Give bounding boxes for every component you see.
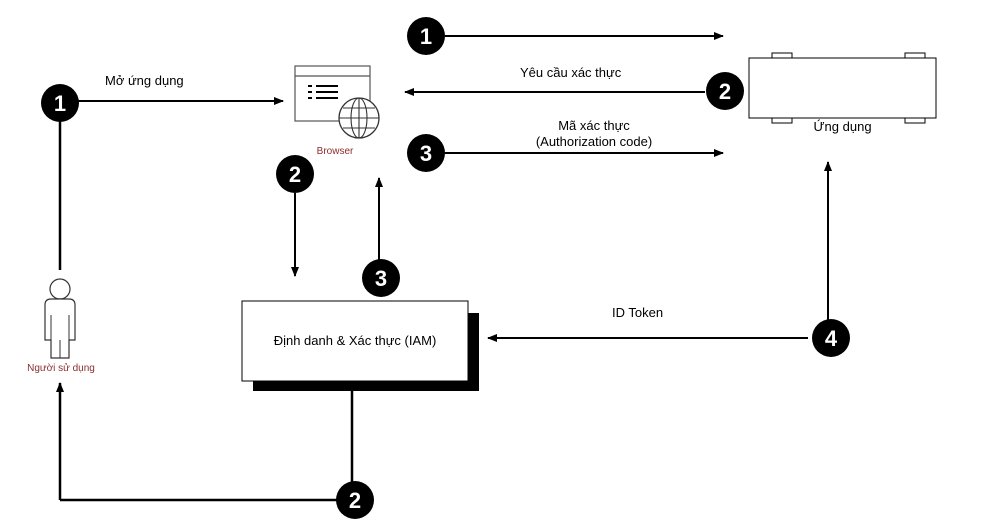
step-badge: 1 — [41, 84, 79, 122]
app-node-label: Ứng dụng — [813, 119, 872, 134]
step-number: 2 — [719, 79, 731, 104]
app-node — [748, 52, 937, 124]
edge-label-auth-request: Yêu cầu xác thực — [520, 65, 622, 80]
step-number: 3 — [420, 141, 432, 166]
step-badge: 1 — [407, 17, 445, 55]
step-badge: 2 — [336, 481, 374, 519]
iam-box — [241, 300, 469, 382]
iam-node-label: Định danh & Xác thực (IAM) — [273, 333, 437, 348]
edge-label-open-app: Mở ứng dụng — [105, 73, 184, 88]
user-icon — [44, 278, 76, 359]
step-number: 4 — [825, 326, 838, 351]
browser-icon — [294, 65, 380, 139]
step-number: 3 — [375, 266, 387, 291]
user-node-label: Người sử dụng — [27, 363, 95, 374]
step-number: 1 — [420, 24, 432, 49]
step-number: 1 — [54, 91, 66, 116]
step-number: 2 — [289, 162, 301, 187]
step-badge: 2 — [276, 155, 314, 193]
edge-iam-to-user — [60, 391, 354, 502]
edge-label-id-token: ID Token — [612, 305, 664, 320]
step-number: 2 — [349, 488, 361, 513]
step-badge: 2 — [706, 72, 744, 110]
step-badge: 3 — [407, 134, 445, 172]
browser-node-label: Browser — [316, 146, 354, 157]
step-badge: 3 — [362, 259, 400, 297]
step-badge: 4 — [812, 319, 850, 357]
edge-label-auth-code-2: (Authorization code) — [535, 134, 653, 149]
edge-label-auth-code-1: Mã xác thực — [558, 118, 630, 133]
